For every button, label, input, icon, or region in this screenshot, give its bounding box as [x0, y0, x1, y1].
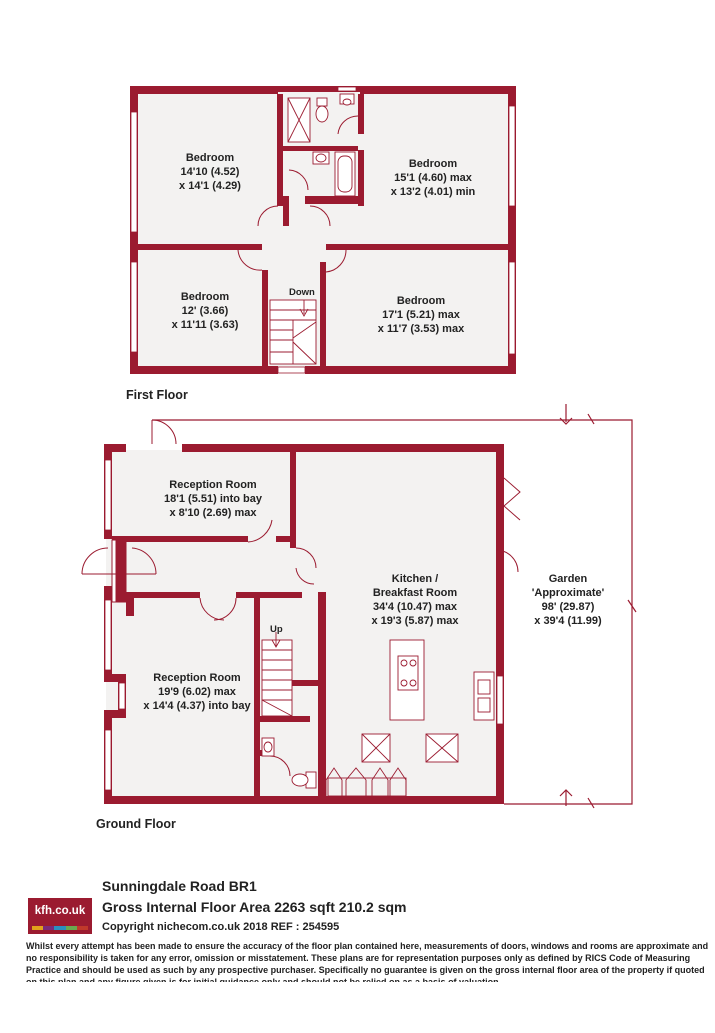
room-name: Bedroom	[408, 158, 458, 170]
room-name: Garden	[548, 573, 588, 585]
room-name: Reception Room	[169, 479, 257, 491]
room-dimension: x 39'4 (11.99)	[534, 615, 602, 627]
first-floor-plan	[130, 86, 516, 374]
room-label-bedroom-1: Bedroom 14'10 (4.52) x 14'1 (4.29)	[160, 151, 260, 193]
room-dimension: 34'4 (10.47) max	[373, 601, 457, 613]
room-dimension: x 13'2 (4.01) min	[390, 186, 476, 198]
room-label-kitchen: Kitchen / Breakfast Room 34'4 (10.47) ma…	[350, 572, 480, 628]
room-name: Breakfast Room	[372, 587, 458, 599]
room-name: Kitchen /	[391, 573, 439, 585]
room-label-reception-1: Reception Room 18'1 (5.51) into bay x 8'…	[148, 478, 278, 520]
room-name: Bedroom	[396, 295, 446, 307]
room-dimension: x 8'10 (2.69) max	[169, 507, 257, 519]
room-dimension: 19'9 (6.02) max	[158, 686, 236, 698]
room-label-garden: Garden 'Approximate' 98' (29.87) x 39'4 …	[518, 572, 618, 628]
first-floor-title: First Floor	[126, 388, 188, 402]
floor-area: Gross Internal Floor Area 2263 sqft 210.…	[102, 899, 407, 915]
room-label-bedroom-3: Bedroom 12' (3.66) x 11'11 (3.63)	[150, 290, 260, 332]
room-dimension: 17'1 (5.21) max	[382, 309, 460, 321]
disclaimer-text: Whilst every attempt has been made to en…	[26, 941, 709, 982]
room-label-bedroom-2: Bedroom 15'1 (4.60) max x 13'2 (4.01) mi…	[378, 157, 488, 199]
room-name: Bedroom	[180, 291, 230, 303]
room-dimension: x 14'1 (4.29)	[179, 180, 241, 192]
agency-logo: kfh.co.uk	[28, 898, 92, 934]
ground-floor-plan	[81, 404, 637, 809]
room-dimension: x 11'11 (3.63)	[171, 319, 239, 331]
room-dimension: x 19'3 (5.87) max	[371, 615, 459, 627]
room-dimension: 12' (3.66)	[181, 305, 229, 317]
room-dimension: x 14'4 (4.37) into bay	[143, 700, 251, 712]
room-dimension: x 11'7 (3.53) max	[377, 323, 465, 335]
room-name: 'Approximate'	[531, 587, 605, 599]
room-name: Bedroom	[185, 152, 235, 164]
room-dimension: 18'1 (5.51) into bay	[164, 493, 262, 505]
room-name: Reception Room	[153, 672, 241, 684]
copyright-notice: Copyright nichecom.co.uk 2018 REF : 2545…	[102, 921, 340, 933]
ground-floor-title: Ground Floor	[96, 817, 176, 831]
stairs-down-label: Down	[289, 287, 315, 298]
logo-text: kfh.co.uk	[34, 905, 86, 917]
room-dimension: 14'10 (4.52)	[180, 166, 240, 178]
room-dimension: 15'1 (4.60) max	[394, 172, 472, 184]
room-dimension: 98' (29.87)	[541, 601, 595, 613]
property-address: Sunningdale Road BR1	[102, 878, 257, 894]
room-label-reception-2: Reception Room 19'9 (6.02) max x 14'4 (4…	[130, 671, 264, 713]
room-label-bedroom-4: Bedroom 17'1 (5.21) max x 11'7 (3.53) ma…	[366, 294, 476, 336]
logo-color-bars	[32, 926, 89, 930]
stairs-up-label: Up	[270, 624, 283, 635]
